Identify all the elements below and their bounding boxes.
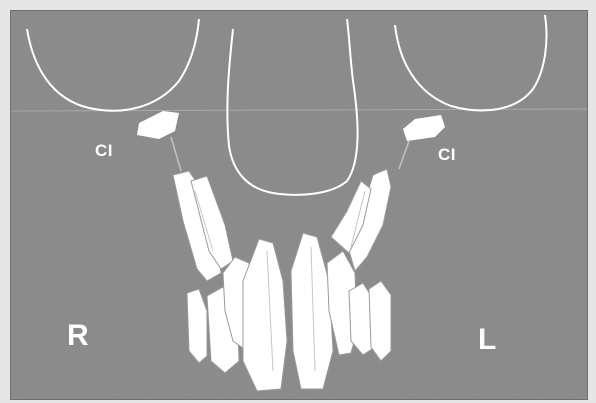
ci-label-right-side: CI [95, 141, 113, 161]
dental-diagram [11, 11, 587, 399]
tooth-lateral-l-low [369, 281, 391, 361]
side-label-left: L [478, 323, 497, 357]
side-label-right: R [67, 319, 89, 353]
ci-label-left-side: CI [438, 145, 456, 165]
radiograph-panel: CI CI R L [10, 10, 588, 400]
